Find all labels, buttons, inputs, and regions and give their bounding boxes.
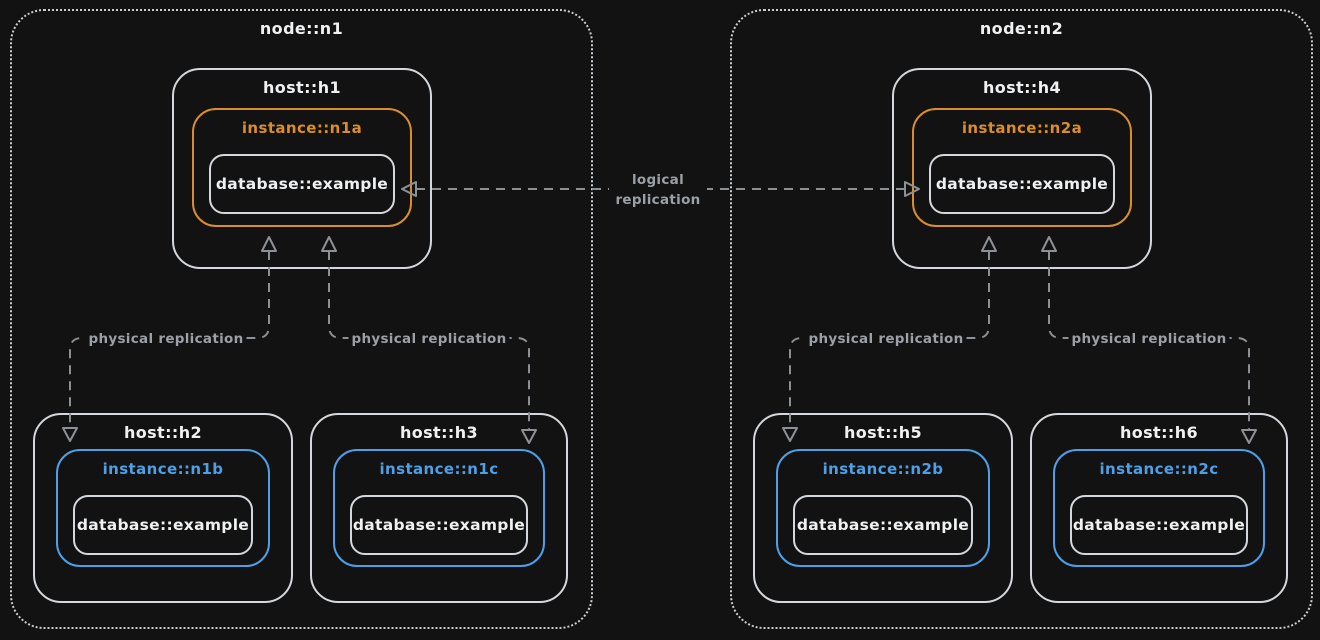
physical-replication-label-1: physical replication [85,327,247,351]
host-h2-box: host::h2 instance::n1b database::example [33,413,293,603]
host-h5-box: host::h5 instance::n2b database::example [753,413,1013,603]
host-h6-label: host::h6 [1119,423,1199,442]
instance-n1b-label: instance::n1b [102,460,224,478]
host-h1-box: host::h1 instance::n1a database::example [172,68,432,269]
instance-n2c-box: instance::n2c database::example [1053,449,1265,567]
database-example-h1: database::example [209,154,395,214]
physical-replication-label-4: physical replication [1068,327,1230,351]
database-example-h2: database::example [73,495,253,555]
host-h3-label: host::h3 [399,423,479,442]
host-h6-box: host::h6 instance::n2c database::example [1030,413,1288,603]
host-h5-label: host::h5 [843,423,923,442]
instance-n1a-label: instance::n1a [241,119,363,137]
host-h2-label: host::h2 [123,423,203,442]
database-example-h3: database::example [350,495,528,555]
host-h4-box: host::h4 instance::n2a database::example [892,68,1152,269]
node-n2-box: node::n2 [730,9,1313,629]
instance-n1c-box: instance::n1c database::example [333,449,545,567]
logical-replication-label: logical replication [609,168,707,212]
database-example-h6: database::example [1070,495,1248,555]
instance-n2b-box: instance::n2b database::example [776,449,990,567]
database-example-h4: database::example [929,154,1115,214]
host-h1-label: host::h1 [262,78,342,97]
node-n2-label: node::n2 [979,19,1064,38]
host-h4-label: host::h4 [982,78,1062,97]
instance-n2c-label: instance::n2c [1099,460,1219,478]
physical-replication-label-2: physical replication [348,327,510,351]
database-example-h5: database::example [793,495,973,555]
instance-n1a-box: instance::n1a database::example [192,108,412,227]
instance-n1b-box: instance::n1b database::example [56,449,270,567]
instance-n2b-label: instance::n2b [822,460,944,478]
node-n1-box: node::n1 [10,9,593,629]
node-n1-label: node::n1 [259,19,344,38]
host-h3-box: host::h3 instance::n1c database::example [310,413,568,603]
instance-n1c-label: instance::n1c [379,460,499,478]
instance-n2a-label: instance::n2a [961,119,1083,137]
physical-replication-label-3: physical replication [805,327,967,351]
instance-n2a-box: instance::n2a database::example [912,108,1132,227]
